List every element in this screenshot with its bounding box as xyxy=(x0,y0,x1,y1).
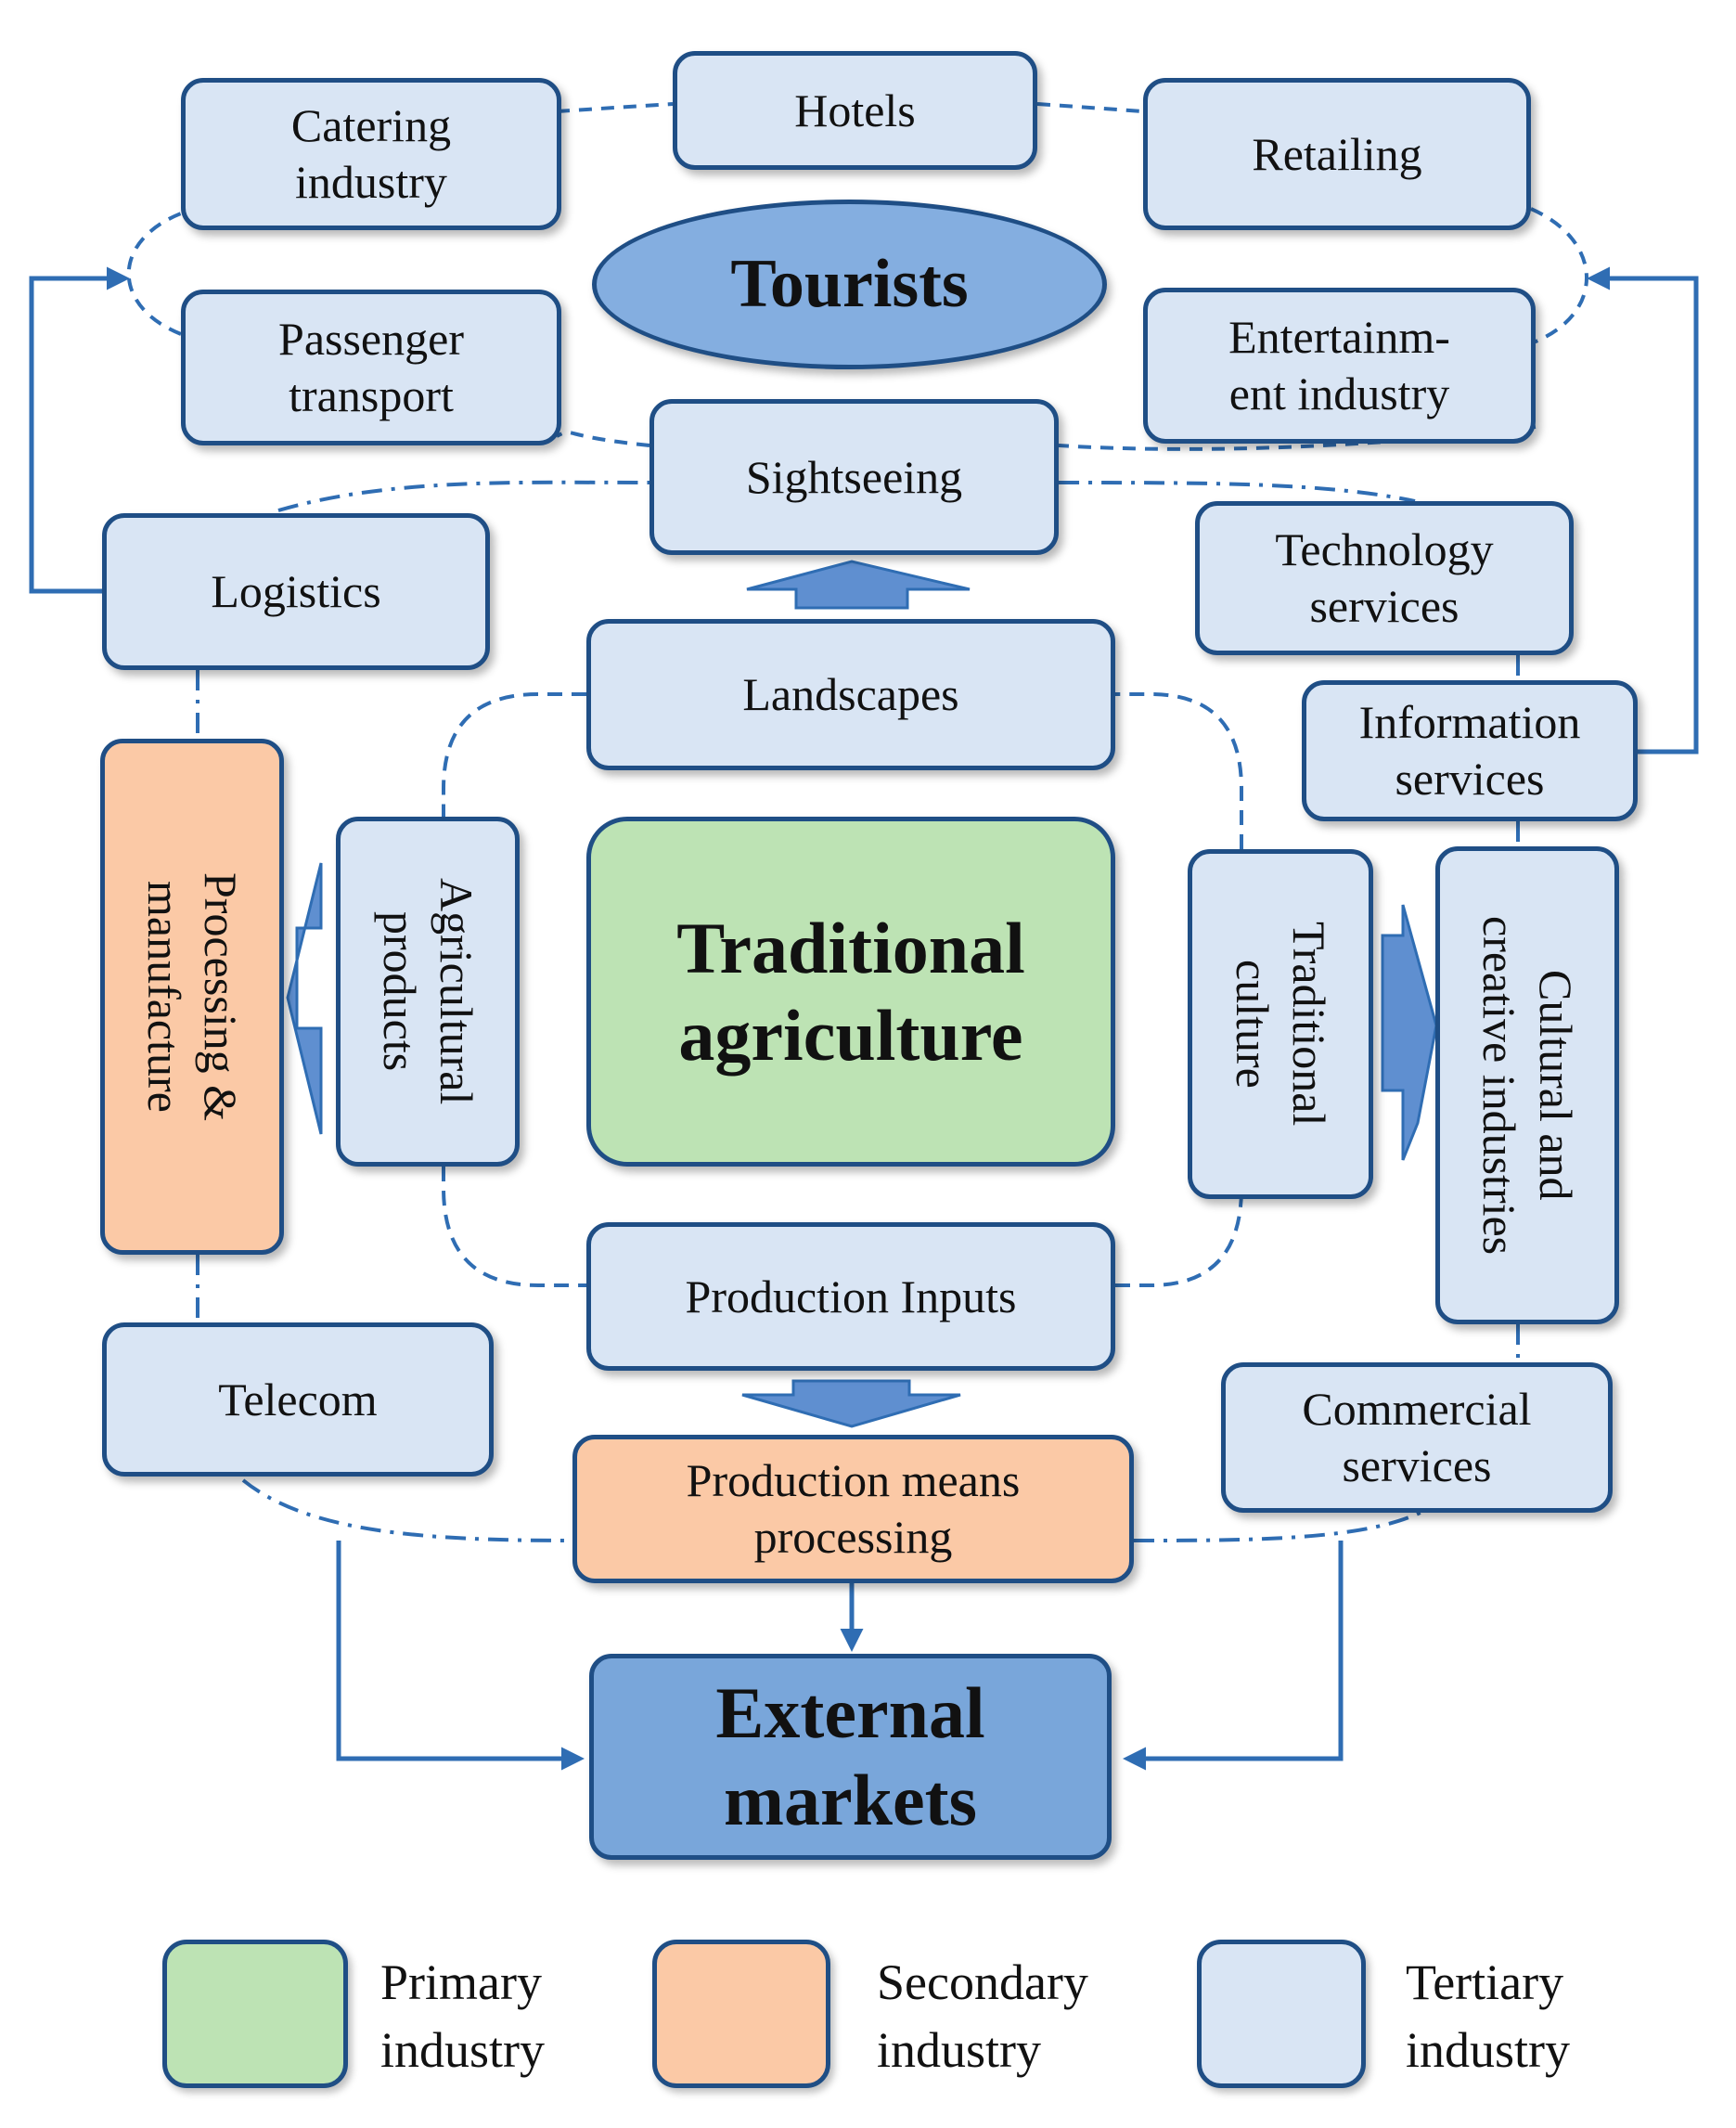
technology-services-node: Technology services xyxy=(1195,501,1574,655)
tourists-node: Tourists xyxy=(592,200,1107,369)
traditional-agriculture-node: Traditional agriculture xyxy=(586,817,1115,1167)
passenger-transport-node: Passenger transport xyxy=(181,290,561,445)
logistics-node: Logistics xyxy=(102,513,490,670)
hotels-node: Hotels xyxy=(673,51,1037,170)
retailing-label: Retailing xyxy=(1252,127,1422,180)
legend-tertiary-label: Tertiary industry xyxy=(1406,1954,1571,2078)
logistics-label: Logistics xyxy=(211,565,381,617)
legend-primary-swatch xyxy=(162,1940,348,2088)
traditional-culture-label: Traditional culture xyxy=(1227,922,1335,1127)
left-block-arrow xyxy=(286,862,323,1135)
passenger-transport-label: Passenger transport xyxy=(278,313,464,421)
production-inputs-label: Production Inputs xyxy=(685,1270,1017,1322)
tourists-label: Tourists xyxy=(730,246,969,323)
left-market-arrow xyxy=(336,1541,585,1771)
cultural-creative-node: Cultural and creative industries xyxy=(1435,846,1619,1324)
lower-dashdot-arc xyxy=(241,1478,1431,1542)
legend-tertiary-swatch xyxy=(1197,1940,1366,2088)
sightseeing-node: Sightseeing xyxy=(649,399,1059,555)
production-means-processing-label: Production means processing xyxy=(686,1454,1021,1563)
traditional-agriculture-label: Traditional agriculture xyxy=(676,907,1025,1076)
sightseeing-label: Sightseeing xyxy=(745,450,963,503)
technology-services-label: Technology services xyxy=(1275,523,1494,632)
information-services-node: Information services xyxy=(1302,680,1638,821)
production-inputs-node: Production Inputs xyxy=(586,1222,1115,1371)
legend-primary-label: Primary industry xyxy=(380,1954,546,2078)
right-block-arrow xyxy=(1381,904,1438,1161)
information-services-label: Information services xyxy=(1358,696,1581,805)
legend-secondary-label: Secondary industry xyxy=(877,1954,1088,2078)
landscapes-node: Landscapes xyxy=(586,619,1115,770)
up-block-arrow xyxy=(746,560,971,610)
agricultural-products-label: Agricultural products xyxy=(374,878,482,1105)
agricultural-products-node: Agricultural products xyxy=(336,817,520,1167)
commercial-services-label: Commercial services xyxy=(1302,1383,1532,1491)
telecom-label: Telecom xyxy=(218,1373,378,1425)
logistics-feedback-arrow xyxy=(29,266,130,594)
entertainment-label: Entertainm- ent industry xyxy=(1228,311,1450,419)
service-dashdot-arc xyxy=(277,480,1416,512)
external-markets-label: External markets xyxy=(715,1672,985,1840)
down-block-arrow-shape xyxy=(741,1379,961,1428)
traditional-culture-node: Traditional culture xyxy=(1188,849,1373,1199)
legend-secondary-swatch xyxy=(652,1940,830,2088)
right-market-arrow xyxy=(1123,1541,1344,1771)
catering-label: Catering industry xyxy=(290,99,452,208)
processing-manufacture-node: Processing & manufacture xyxy=(100,739,284,1255)
hotels-label: Hotels xyxy=(794,84,916,136)
information-feedback-arrow xyxy=(1587,266,1699,754)
external-markets-node: External markets xyxy=(589,1654,1112,1860)
landscapes-label: Landscapes xyxy=(742,668,959,720)
telecom-node: Telecom xyxy=(102,1322,494,1477)
inner-dashed-loop xyxy=(442,692,1243,1287)
retailing-node: Retailing xyxy=(1143,78,1531,230)
production-means-processing-node: Production means processing xyxy=(572,1435,1134,1583)
commercial-services-node: Commercial services xyxy=(1221,1362,1613,1513)
entertainment-node: Entertainm- ent industry xyxy=(1143,288,1536,444)
catering-node: Catering industry xyxy=(181,78,561,230)
processing-manufacture-label: Processing & manufacture xyxy=(138,871,247,1122)
cultural-creative-label: Cultural and creative industries xyxy=(1473,915,1582,1256)
